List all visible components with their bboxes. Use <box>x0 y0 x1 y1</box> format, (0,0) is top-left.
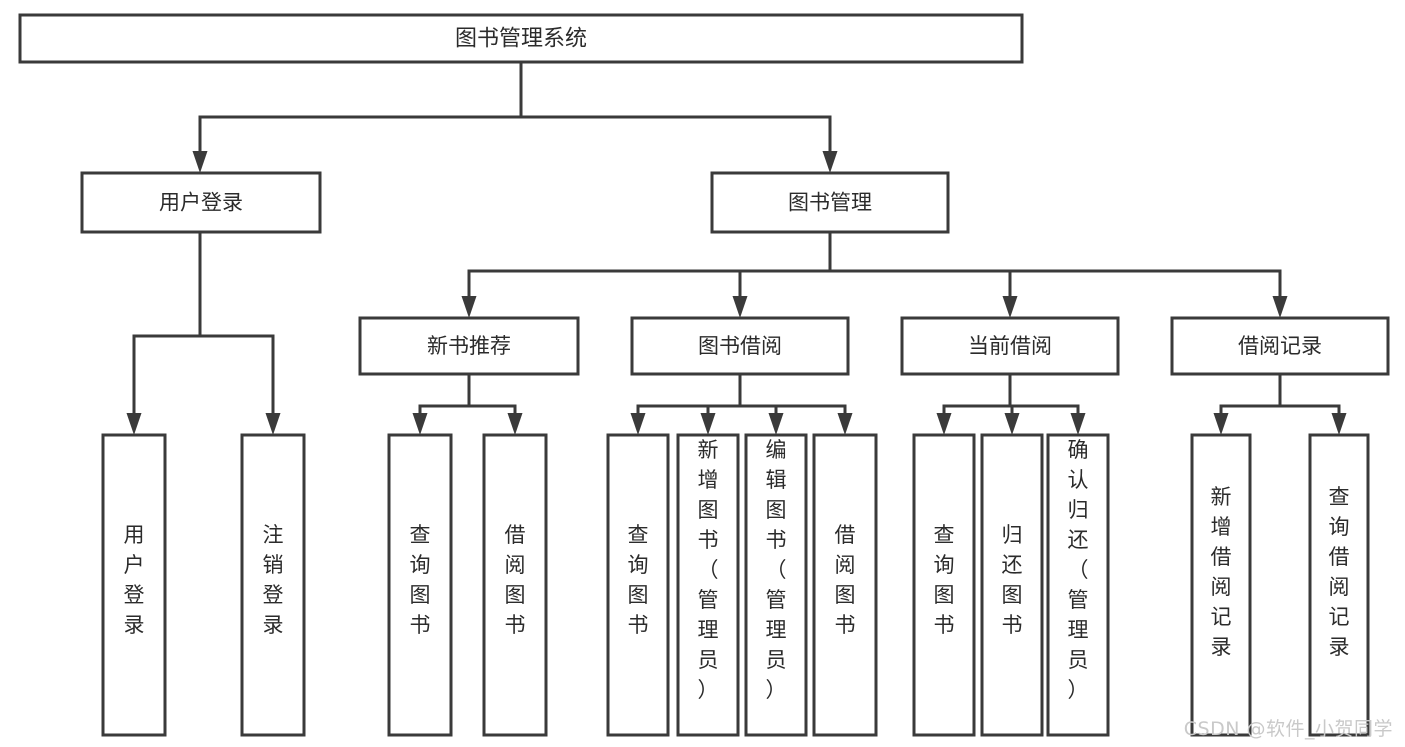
node-box[interactable] <box>1046 433 1110 737</box>
level2-node-current-borrow[interactable]: 当前借阅 <box>900 316 1120 376</box>
leaf-node-leaf-edit-book-admin[interactable]: 编辑图书（管理员） <box>744 433 808 737</box>
connector-book-manage-to-book-borrow <box>732 232 832 318</box>
node-label: 图书管理 <box>788 191 872 215</box>
node-label: 图书管理系统 <box>455 27 587 52</box>
node-label: 当前借阅 <box>968 334 1052 358</box>
node-label: 借阅记录 <box>1238 334 1322 358</box>
node-box[interactable] <box>482 433 548 737</box>
connector-book-borrow-to-leaf-borrow-book-2 <box>738 374 853 435</box>
arrowhead-icon <box>412 413 428 435</box>
arrowhead-icon <box>732 296 748 318</box>
node-box[interactable] <box>387 433 453 737</box>
arrowhead-icon <box>700 413 716 435</box>
node-box[interactable] <box>710 171 950 234</box>
leaf-label: 注销登录 <box>263 523 284 637</box>
node-box[interactable] <box>80 171 322 234</box>
arrowhead-icon <box>1002 296 1018 318</box>
leaf-label: 查询图书 <box>628 523 649 637</box>
node-box[interactable] <box>630 316 850 376</box>
arrowhead-icon <box>126 413 142 435</box>
arrowhead-icon <box>630 413 646 435</box>
leaf-label: 归还图书 <box>1002 523 1023 637</box>
level2-node-new-book-recommend[interactable]: 新书推荐 <box>358 316 580 376</box>
leaf-node-leaf-add-book-admin[interactable]: 新增图书（管理员） <box>676 433 740 737</box>
node-box[interactable] <box>240 433 306 737</box>
leaf-label: 新增图书（管理员） <box>698 438 719 702</box>
level2-node-book-borrow[interactable]: 图书借阅 <box>630 316 850 376</box>
node-box[interactable] <box>912 433 976 737</box>
node-box[interactable] <box>900 316 1120 376</box>
leaf-label: 借阅图书 <box>835 523 856 637</box>
arrowhead-icon <box>1331 413 1347 435</box>
leaf-node-leaf-confirm-return-admin[interactable]: 确认归还（管理员） <box>1046 433 1110 737</box>
node-box[interactable] <box>744 433 808 737</box>
node-box[interactable] <box>812 433 878 737</box>
leaf-node-leaf-query-book-1[interactable]: 查询图书 <box>387 433 453 737</box>
leaf-node-leaf-borrow-book-1[interactable]: 借阅图书 <box>482 433 548 737</box>
node-label: 新书推荐 <box>427 334 511 358</box>
node-box[interactable] <box>1190 433 1252 737</box>
arrowhead-icon <box>822 151 838 173</box>
arrowhead-icon <box>461 296 477 318</box>
connector-user-login-to-leaf-logout-login <box>198 232 281 435</box>
node-box[interactable] <box>101 433 167 737</box>
leaf-node-leaf-logout-login[interactable]: 注销登录 <box>240 433 306 737</box>
arrowhead-icon <box>1004 413 1020 435</box>
level2-node-borrow-record[interactable]: 借阅记录 <box>1170 316 1390 376</box>
connector-current-borrow-to-leaf-confirm-return-admin <box>1008 374 1086 435</box>
connector-book-manage-to-new-book-recommend <box>461 232 832 318</box>
connector-edges-layer <box>126 62 1347 435</box>
arrowhead-icon <box>936 413 952 435</box>
leaf-label: 查询图书 <box>934 523 955 637</box>
connector-root-to-user-login <box>192 62 523 173</box>
leaf-label: 查询图书 <box>410 523 431 637</box>
csdn-watermark: CSDN @软件_小贺同学 <box>1183 718 1393 740</box>
leaf-node-leaf-query-borrow-record[interactable]: 查询借阅记录 <box>1308 433 1370 737</box>
leaf-label: 用户登录 <box>124 523 145 637</box>
arrowhead-icon <box>192 151 208 173</box>
leaf-node-leaf-return-book[interactable]: 归还图书 <box>980 433 1044 737</box>
connector-book-manage-to-borrow-record <box>828 232 1288 318</box>
leaf-node-leaf-add-borrow-record[interactable]: 新增借阅记录 <box>1190 433 1252 737</box>
connector-borrow-record-to-leaf-add-borrow-record <box>1213 374 1282 435</box>
arrowhead-icon <box>1272 296 1288 318</box>
arrowhead-icon <box>1213 413 1229 435</box>
leaf-label: 确认归还（管理员） <box>1068 438 1089 702</box>
connector-root-to-book-manage <box>519 62 838 173</box>
connector-new-book-recommend-to-leaf-query-book-1 <box>412 374 471 435</box>
arrowhead-icon <box>837 413 853 435</box>
node-box[interactable] <box>676 433 740 737</box>
node-label: 用户登录 <box>159 191 243 215</box>
node-box[interactable] <box>606 433 670 737</box>
leaf-node-leaf-borrow-book-2[interactable]: 借阅图书 <box>812 433 878 737</box>
leaf-node-leaf-query-book-2[interactable]: 查询图书 <box>606 433 670 737</box>
node-boxes-layer: 图书管理系统用户登录图书管理新书推荐图书借阅当前借阅借阅记录用户登录注销登录查询… <box>18 13 1390 737</box>
arrowhead-icon <box>768 413 784 435</box>
leaf-label: 编辑图书（管理员） <box>766 438 787 702</box>
connector-book-manage-to-current-borrow <box>828 232 1018 318</box>
leaf-label: 新增借阅记录 <box>1211 485 1232 659</box>
node-box[interactable] <box>1170 316 1390 376</box>
node-box[interactable] <box>18 13 1024 64</box>
level1-node-user-login[interactable]: 用户登录 <box>80 171 322 234</box>
arrowhead-icon <box>1070 413 1086 435</box>
node-box[interactable] <box>358 316 580 376</box>
node-box[interactable] <box>1308 433 1370 737</box>
connector-user-login-to-leaf-user-login <box>126 232 202 435</box>
leaf-node-leaf-query-book-3[interactable]: 查询图书 <box>912 433 976 737</box>
connector-borrow-record-to-leaf-query-borrow-record <box>1278 374 1347 435</box>
node-label: 图书借阅 <box>698 334 782 358</box>
connector-current-borrow-to-leaf-query-book-3 <box>936 374 1012 435</box>
leaf-node-leaf-user-login[interactable]: 用户登录 <box>101 433 167 737</box>
arrowhead-icon <box>507 413 523 435</box>
leaf-label: 查询借阅记录 <box>1329 485 1350 659</box>
level1-node-book-manage[interactable]: 图书管理 <box>710 171 950 234</box>
root-node-root[interactable]: 图书管理系统 <box>18 13 1024 64</box>
node-box[interactable] <box>980 433 1044 737</box>
arrowhead-icon <box>265 413 281 435</box>
connector-new-book-recommend-to-leaf-borrow-book-1 <box>467 374 523 435</box>
leaf-label: 借阅图书 <box>505 523 526 637</box>
